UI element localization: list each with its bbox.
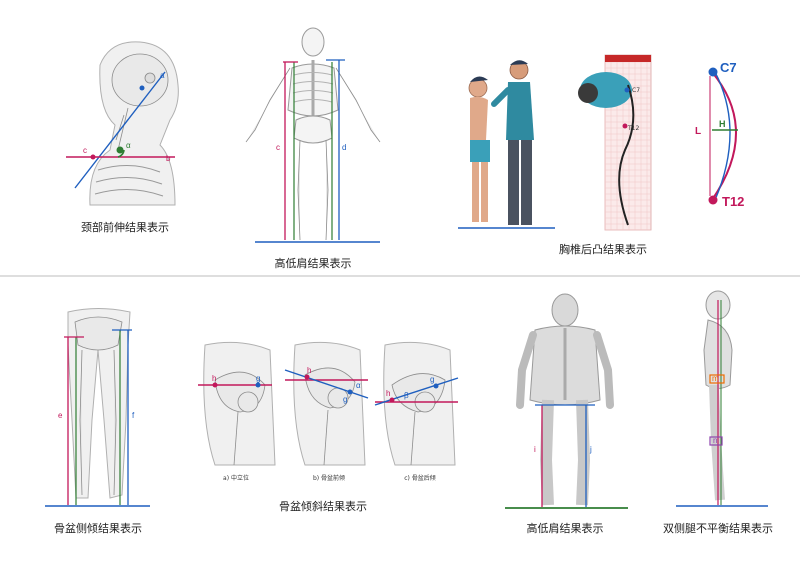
caption-shoulder-bottom: 高低肩结果表示 [527, 521, 604, 535]
pelvis-tilt-neutral: h g [198, 341, 276, 466]
marker-beta: β [404, 391, 409, 400]
shoulder-skeleton-panel: c d [245, 27, 381, 243]
kyphosis-grid-panel: C7 T12 [578, 54, 652, 231]
marker-a: a [160, 71, 165, 80]
grid-marker-c7: C7 [632, 87, 640, 94]
leg-imbalance-panel: m n [676, 290, 768, 507]
neutral-marker-g: g [256, 374, 260, 383]
caption-kyphosis: 胸椎后凸结果表示 [559, 242, 647, 256]
kyphosis-curve-panel: C7 T12 L H [695, 60, 744, 209]
label-neutral: a) 中立位 [223, 474, 249, 482]
marker-f: f [132, 411, 135, 420]
curve-marker-t12: T12 [722, 194, 744, 209]
caption-pelvis-lateral: 骨盆侧倾结果表示 [54, 521, 142, 535]
marker-i: i [534, 445, 536, 454]
neutral-marker-h: h [212, 374, 216, 383]
marker-b: b [166, 154, 171, 163]
pelvis-tilt-posterior: h g β [374, 341, 459, 466]
marker-d: d [342, 143, 346, 152]
marker-j: j [589, 445, 592, 454]
marker-alpha-anterior: α [356, 381, 361, 390]
caption-neck: 颈部前伸结果表示 [81, 220, 169, 234]
marker-n: n [713, 436, 717, 445]
anterior-marker-h: h [307, 366, 311, 375]
label-posterior: c) 骨盆后倾 [404, 474, 436, 482]
pelvis-lateral-panel: e f [45, 308, 150, 507]
curve-marker-h: H [719, 119, 726, 129]
caption-pelvis-tilt: 骨盆倾斜结果表示 [279, 499, 367, 513]
marker-c: c [276, 143, 280, 152]
neck-forward-panel: a b c α [66, 41, 179, 206]
label-anterior: b) 骨盆前倾 [313, 474, 345, 482]
curve-marker-c7: C7 [720, 60, 737, 75]
curve-marker-l: L [695, 126, 701, 137]
kyphosis-people-panel [458, 60, 555, 229]
caption-shoulder-top: 高低肩结果表示 [275, 256, 352, 270]
anterior-marker-g: g [343, 395, 347, 404]
marker-e: e [58, 411, 63, 420]
posterior-marker-h: h [386, 389, 390, 398]
shoulder-back-panel: i j [505, 293, 628, 509]
marker-c-neck: c [83, 146, 87, 155]
neck-angle-marker [116, 146, 124, 154]
marker-m: m [712, 374, 719, 383]
grid-marker-t12: T12 [627, 125, 639, 132]
posterior-marker-g: g [430, 375, 434, 384]
caption-leg-imbalance: 双侧腿不平衡结果表示 [663, 521, 773, 535]
marker-alpha: α [126, 141, 131, 150]
pelvis-tilt-anterior: h g α [284, 341, 369, 466]
